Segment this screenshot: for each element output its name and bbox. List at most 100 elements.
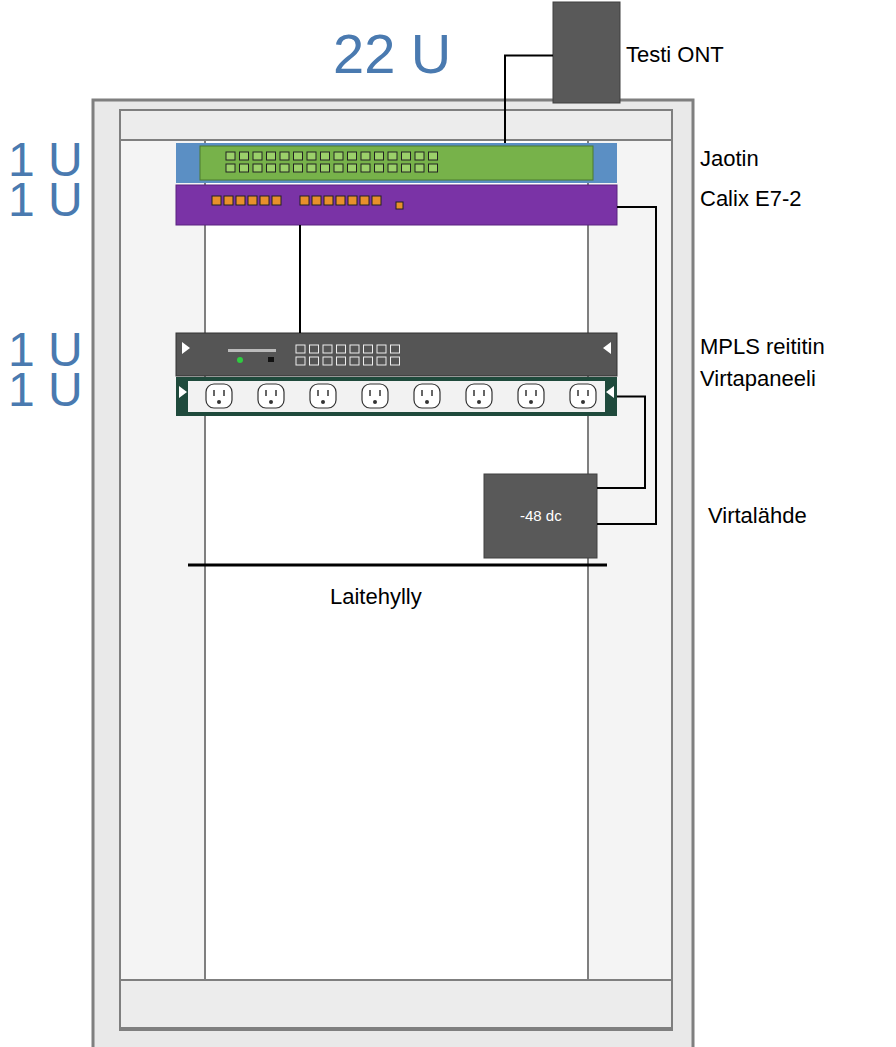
outlet-slot [275,390,277,396]
outlet-slot [577,390,579,396]
rack-top-bar [120,110,672,140]
calix-port [312,196,321,205]
shelf-label: Laitehylly [330,584,422,609]
patch-port [280,152,289,160]
calix-port [324,196,333,205]
outlet-slot [223,390,225,396]
outlet-slot [213,390,215,396]
outlet [414,384,440,408]
patch-port [226,152,235,160]
patch-port [307,164,316,172]
device-label: Calix E7-2 [700,186,801,211]
outlet-ground [477,400,481,404]
power-panel-frame [176,377,617,416]
calix-port [396,202,403,209]
calix-port [348,196,357,205]
router-port [391,357,400,365]
outlet [258,384,284,408]
patch-port [240,152,249,160]
outlet [362,384,388,408]
patch-port [388,152,397,160]
router-port [296,345,305,353]
patch-port [267,164,276,172]
outlet-ground [529,400,533,404]
patch-port [348,152,357,160]
patch-port [307,152,316,160]
device-box: -48 dcVirtalähde [484,474,597,558]
router-port [323,357,332,365]
equipment-shelf [188,564,607,567]
device-label: MPLS reititin [700,334,825,359]
outlet [310,384,336,408]
cable [300,225,301,333]
ont-box [553,2,620,103]
device-label: Testi ONT [626,42,724,67]
router-port [296,357,305,365]
patch-port [402,164,411,172]
outlet-slot [587,390,589,396]
outlet-slot [535,390,537,396]
calix-port [272,196,281,205]
patch-port [375,164,384,172]
patch-port [294,164,303,172]
calix-port [248,196,257,205]
calix-chassis [176,185,617,225]
router-port [364,357,373,365]
patch-port [253,164,262,172]
calix-port [260,196,269,205]
router-port [310,345,319,353]
device-label: Virtalähde [708,503,807,528]
router-port [310,357,319,365]
router-port [377,357,386,365]
outlet-slot [317,390,319,396]
cable-line [597,207,656,524]
router-slot [228,349,276,352]
rack-opening [205,140,588,980]
device-label: Jaotin [700,146,759,171]
router-port [377,345,386,353]
device-box: Jaotin [176,143,617,183]
patch-port [402,152,411,160]
outlet-slot [379,390,381,396]
patch-port [375,152,384,160]
router-port [337,345,346,353]
calix-port [224,196,233,205]
router-led [237,357,243,363]
patch-port [361,152,370,160]
patch-port [294,152,303,160]
outlet [466,384,492,408]
cable [597,397,645,489]
outlet [570,384,596,408]
patch-port [429,164,438,172]
patch-port [361,164,370,172]
rack-bottom-bar [120,980,672,1028]
calix-port [360,196,369,205]
power-supply-box [484,474,597,558]
router-port [391,345,400,353]
router-port [364,345,373,353]
outlet-ground [373,400,377,404]
cable [505,56,553,143]
patch-port [348,164,357,172]
patch-port [415,152,424,160]
patch-port [253,152,262,160]
router-chassis [176,333,617,376]
rack-height: 22 U [333,26,451,82]
calix-port [212,196,221,205]
patch-port [429,152,438,160]
patch-port [321,152,330,160]
device-box: Testi ONT [553,2,620,103]
device-box: Virtapaneeli [176,377,617,416]
power-panel-ears [179,386,614,398]
cable-line [299,225,301,333]
unit-label: 1 U [8,176,83,224]
device-value: -48 dc [520,507,562,524]
outlet-slot [369,390,371,396]
cable [597,207,656,524]
cable-line [597,397,645,489]
device-box: MPLS reititin [176,333,617,376]
outlet-ground [269,400,273,404]
outlet-slot [421,390,423,396]
device-label: Virtapaneeli [700,366,816,391]
patch-port [334,152,343,160]
